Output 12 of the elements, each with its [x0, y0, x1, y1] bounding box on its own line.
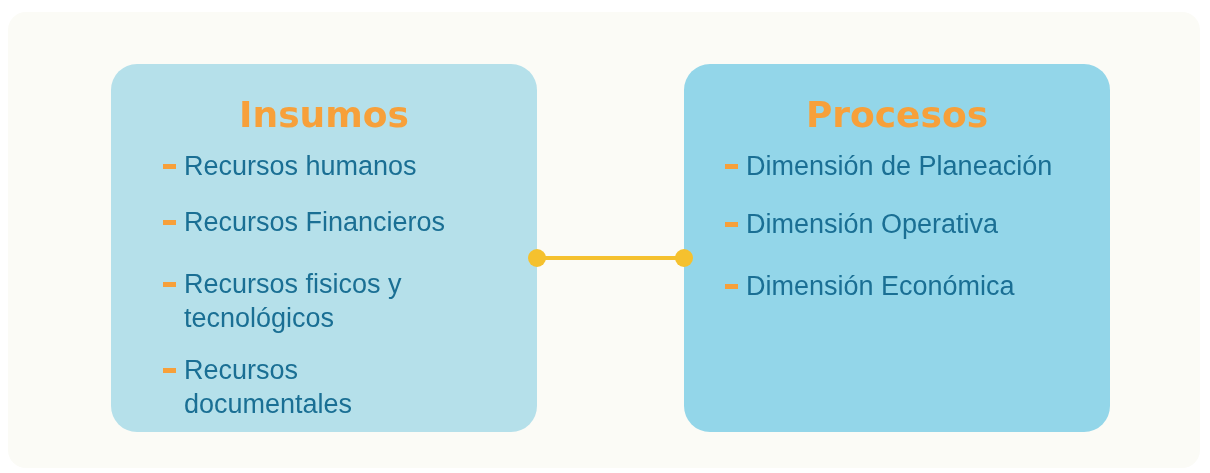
list-item: Recursos fisicos y tecnológicos	[184, 268, 403, 335]
box-heading: Procesos	[805, 94, 989, 135]
list-item: Dimensión Económica	[746, 270, 1015, 303]
connector-line	[528, 249, 693, 267]
category-box	[684, 64, 1110, 432]
list-item: Dimensión de Planeación	[746, 150, 1053, 183]
box-heading: Insumos	[239, 94, 409, 135]
list-item: Recursos Financieros	[184, 206, 446, 239]
category-box	[111, 64, 537, 432]
list-item: Recursos documentales	[184, 354, 354, 421]
list-item: Recursos humanos	[184, 150, 417, 183]
list-item: Dimensión Operativa	[746, 208, 999, 241]
